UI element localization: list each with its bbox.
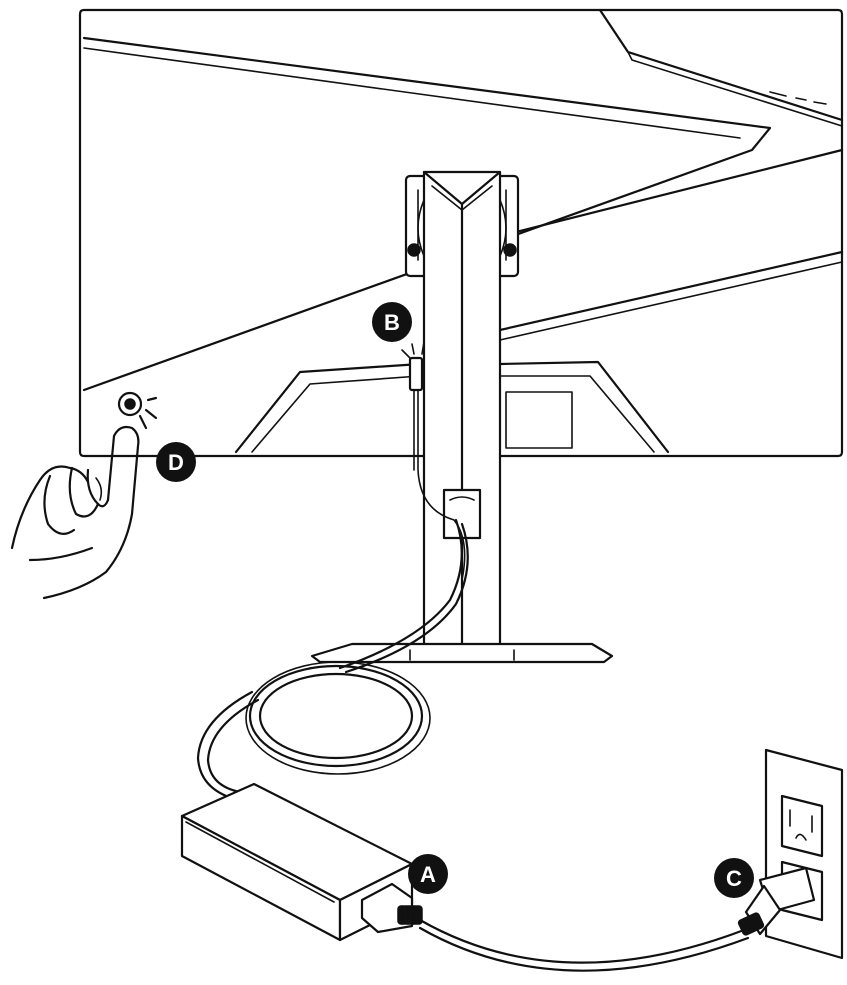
monitor-panel bbox=[78, 8, 844, 458]
dc-input-connector bbox=[401, 341, 425, 392]
callout-b-label: B bbox=[384, 310, 400, 335]
wall-plug bbox=[737, 866, 816, 936]
callout-d: D bbox=[156, 442, 196, 482]
callout-d-label: D bbox=[168, 450, 184, 475]
stand-base bbox=[310, 642, 614, 664]
hand-illustration bbox=[10, 425, 140, 600]
adapter-plug bbox=[360, 882, 423, 934]
callout-a: A bbox=[408, 854, 448, 894]
callout-c: C bbox=[714, 858, 754, 898]
power-cable bbox=[196, 518, 469, 802]
wall-outlet bbox=[764, 748, 844, 960]
callout-a-label: A bbox=[420, 862, 436, 887]
ac-cord bbox=[418, 918, 750, 972]
stand-column bbox=[413, 170, 502, 654]
callout-c-label: C bbox=[726, 866, 742, 891]
callout-b: B bbox=[372, 302, 412, 342]
power-button bbox=[117, 391, 158, 430]
